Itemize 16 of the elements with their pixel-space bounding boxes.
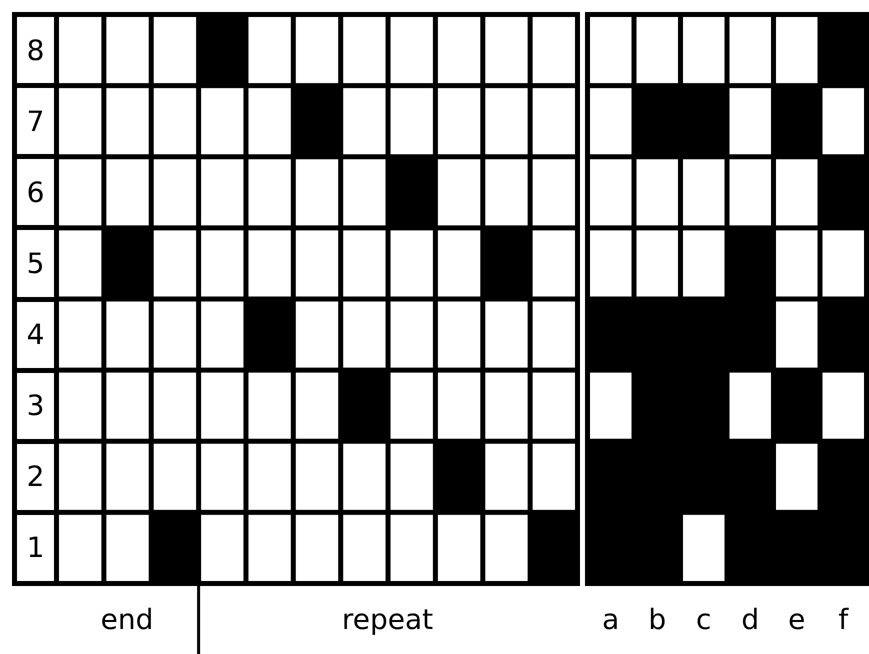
row-number: 6 <box>17 159 54 226</box>
column-label: a <box>602 604 620 636</box>
row-number: 8 <box>17 17 54 84</box>
row-number: 7 <box>17 88 54 154</box>
column-label: b <box>648 604 666 636</box>
row-number: 4 <box>17 302 54 368</box>
column-label: f <box>838 604 848 636</box>
section-label: repeat <box>342 604 434 636</box>
row-number: 5 <box>17 230 54 296</box>
column-label: e <box>788 604 806 636</box>
column-label: d <box>741 604 760 636</box>
column-label: c <box>696 604 712 636</box>
row-number: 1 <box>17 514 54 581</box>
section-label: end <box>100 604 154 636</box>
row-number: 3 <box>17 372 54 439</box>
row-number: 2 <box>17 444 54 510</box>
